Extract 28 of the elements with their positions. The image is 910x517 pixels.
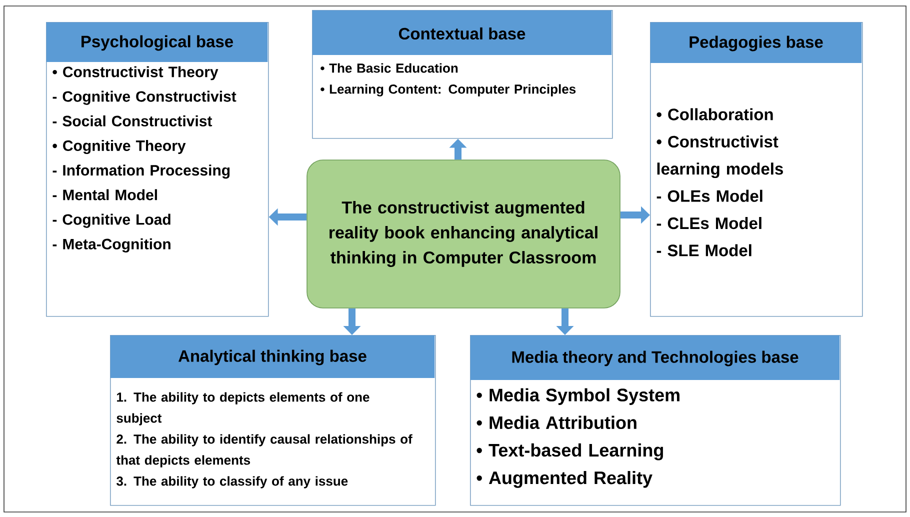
card-header: Contextual base [312, 10, 612, 55]
list-item: • Media Attribution [476, 416, 636, 430]
list-item: - OLEs Model [656, 190, 762, 202]
list-item: - Cognitive Load [52, 214, 170, 228]
card-header: Media theory and Technologies base [470, 335, 840, 380]
list-item: - Information Processing [52, 164, 230, 179]
list-item: • Media Symbol System [476, 388, 680, 405]
card-header: Pedagogies base [650, 22, 862, 63]
list-item: • Collaboration [656, 108, 773, 120]
list-item: - Cognitive Constructivist [52, 90, 236, 105]
list-item: 1. The ability to depicts elements of one subject [116, 392, 370, 426]
central-box: The constructivist augmented reality book enhancing analytical thinking in Computer Classroom [306, 160, 620, 308]
list-item: • Learning Content: Computer Principles [320, 84, 576, 96]
list-item: - SLE Model [656, 244, 752, 256]
list-item: • Text-based Learning [476, 443, 663, 460]
list-item: - Social Constructivist [52, 115, 212, 126]
list-item: 2. The ability to identify causal relationships of that depicts elements [116, 434, 412, 468]
list-item: • Constructivist learning models [656, 135, 783, 178]
list-item: • The Basic Education [320, 63, 458, 73]
card-header: Psychological base [46, 22, 268, 62]
list-item: - Meta-Cognition [52, 238, 170, 252]
list-item: - CLEs Model [656, 217, 762, 230]
card-header: Analytical thinking base [110, 335, 435, 378]
list-item: - Mental Model [52, 189, 157, 200]
list-item: 3. The ability to classify of any issue [116, 476, 348, 488]
list-item: • Augmented Reality [476, 471, 652, 488]
list-item: • Cognitive Theory [52, 140, 186, 154]
list-item: • Constructivist Theory [52, 66, 218, 80]
